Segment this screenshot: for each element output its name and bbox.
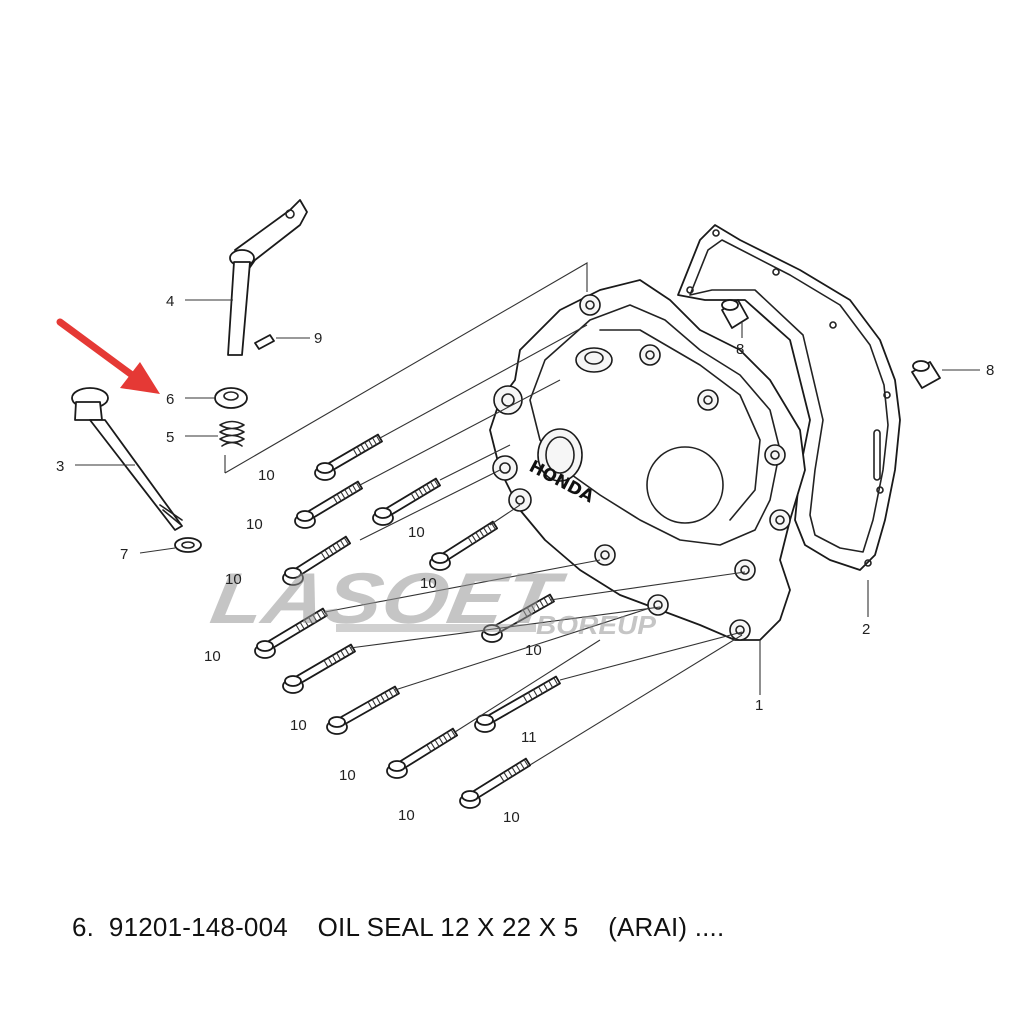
bolt-3 — [372, 477, 441, 526]
callout-9: 9 — [314, 330, 322, 347]
leader-lines — [75, 299, 980, 766]
dipstick-part-3 — [71, 387, 183, 531]
callout-10: 10 — [398, 807, 415, 824]
callout-10: 10 — [290, 717, 307, 734]
oil-seal-part-6 — [214, 387, 248, 409]
bolts-group — [254, 433, 561, 809]
pin-part-9 — [254, 334, 275, 350]
kick-shaft-part-4 — [227, 199, 308, 356]
callout-10: 10 — [258, 467, 275, 484]
bolt-1 — [314, 433, 383, 481]
bolt-9 — [326, 685, 400, 735]
dowel-pin-part-8a — [721, 299, 749, 329]
bolt-12 — [459, 757, 532, 809]
spring-part-5 — [219, 420, 245, 447]
gasket-part-2 — [677, 224, 901, 571]
bolt-10 — [474, 675, 561, 733]
callout-8b: 8 — [986, 362, 994, 379]
bolt-8 — [282, 643, 356, 694]
bolt-7 — [481, 593, 555, 643]
watermark-main: LASOET — [205, 558, 571, 638]
oring-part-7 — [174, 537, 202, 553]
callout-8a: 8 — [736, 341, 744, 358]
callout-11: 11 — [521, 729, 537, 746]
callout-6: 6 — [166, 391, 174, 408]
callout-1: 1 — [755, 697, 763, 714]
callout-10: 10 — [420, 575, 437, 592]
callout-4: 4 — [166, 293, 174, 310]
callout-10: 10 — [225, 571, 242, 588]
callout-10: 10 — [339, 767, 356, 784]
callout-10: 10 — [525, 642, 542, 659]
assembly-guide-lines — [224, 262, 588, 474]
dowel-pin-part-8b — [911, 360, 941, 389]
callout-5: 5 — [166, 429, 174, 446]
bolt-11 — [386, 727, 459, 779]
watermark-logo: LASOET BOREUP — [205, 558, 656, 640]
watermark-sub: BOREUP — [536, 610, 657, 640]
callout-3: 3 — [56, 458, 64, 475]
callout-10: 10 — [408, 524, 425, 541]
bolt-6 — [254, 607, 328, 659]
part-caption: 6. 91201-148-004 OIL SEAL 12 X 22 X 5 (A… — [72, 912, 725, 942]
callout-labels: 1 2 3 4 5 6 7 8 8 9 11 10 10 10 10 10 10… — [56, 293, 994, 826]
callout-10: 10 — [204, 648, 221, 665]
callout-10: 10 — [246, 516, 263, 533]
bolt-2 — [294, 480, 363, 529]
callout-7: 7 — [120, 546, 128, 563]
callout-2: 2 — [862, 621, 870, 638]
callout-10: 10 — [503, 809, 520, 826]
bolt-4 — [282, 535, 352, 586]
red-arrow-indicator — [56, 318, 160, 394]
bolt-5 — [429, 520, 499, 571]
